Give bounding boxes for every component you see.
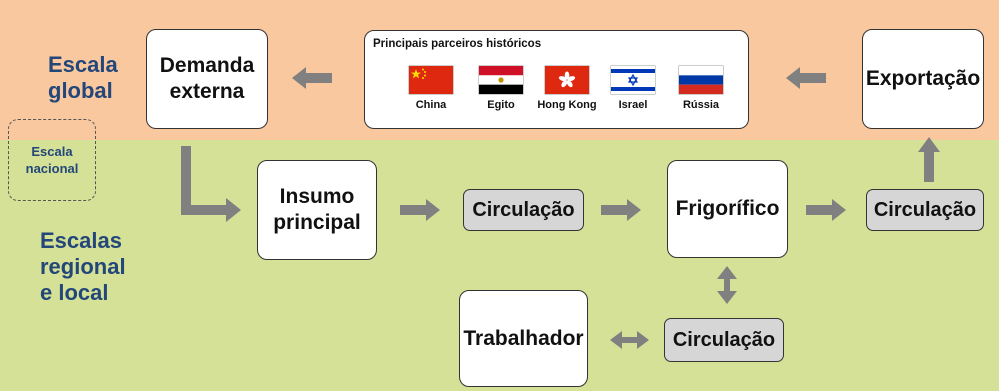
egypt-flag-icon [479, 66, 523, 94]
arrow-worker-circulation-bidirectional [610, 331, 649, 349]
israel-flag-icon [611, 66, 655, 94]
worker-box: Trabalhador [459, 290, 588, 387]
circulation-box-3: Circulação [664, 318, 784, 362]
national-scale-label: Escala nacional [8, 119, 96, 201]
regional-local-scale-label: Escalas regional e local [40, 228, 126, 305]
arrow-input-to-circulation [400, 199, 440, 221]
external-demand-box: Demanda externa [146, 29, 268, 129]
hong-kong-flag-icon [545, 66, 589, 94]
partners-panel: Principais parceiros históricos China Eg… [364, 30, 749, 129]
slaughterhouse-box: Frigorífico [667, 160, 788, 258]
arrow-slaughterhouse-to-circulation [806, 199, 846, 221]
china-flag-icon [409, 66, 453, 94]
circulation-box-1: Circulação [463, 189, 584, 231]
arrow-demand-to-input [181, 146, 241, 222]
main-input-box: Insumo principal [257, 160, 377, 260]
partner-label-russia: Rússia [682, 99, 720, 111]
partner-label-hong-kong: Hong Kong [537, 99, 597, 111]
partner-label-israel: Israel [618, 99, 648, 111]
arrow-circulation-to-slaughterhouse [601, 199, 641, 221]
partner-label-china: China [415, 99, 447, 111]
partner-label-egypt: Egito [487, 99, 515, 111]
arrow-export-to-partners [786, 67, 826, 89]
partners-title: Principais parceiros históricos [373, 38, 542, 50]
russia-flag-icon [679, 66, 723, 94]
export-box: Exportação [862, 29, 984, 129]
circulation-box-2: Circulação [866, 189, 984, 231]
arrow-circulation-to-export [918, 137, 940, 182]
global-scale-label: Escala global [48, 52, 118, 103]
arrow-slaughterhouse-circulation-bidirectional [717, 266, 737, 304]
arrow-partners-to-demand [292, 67, 332, 89]
